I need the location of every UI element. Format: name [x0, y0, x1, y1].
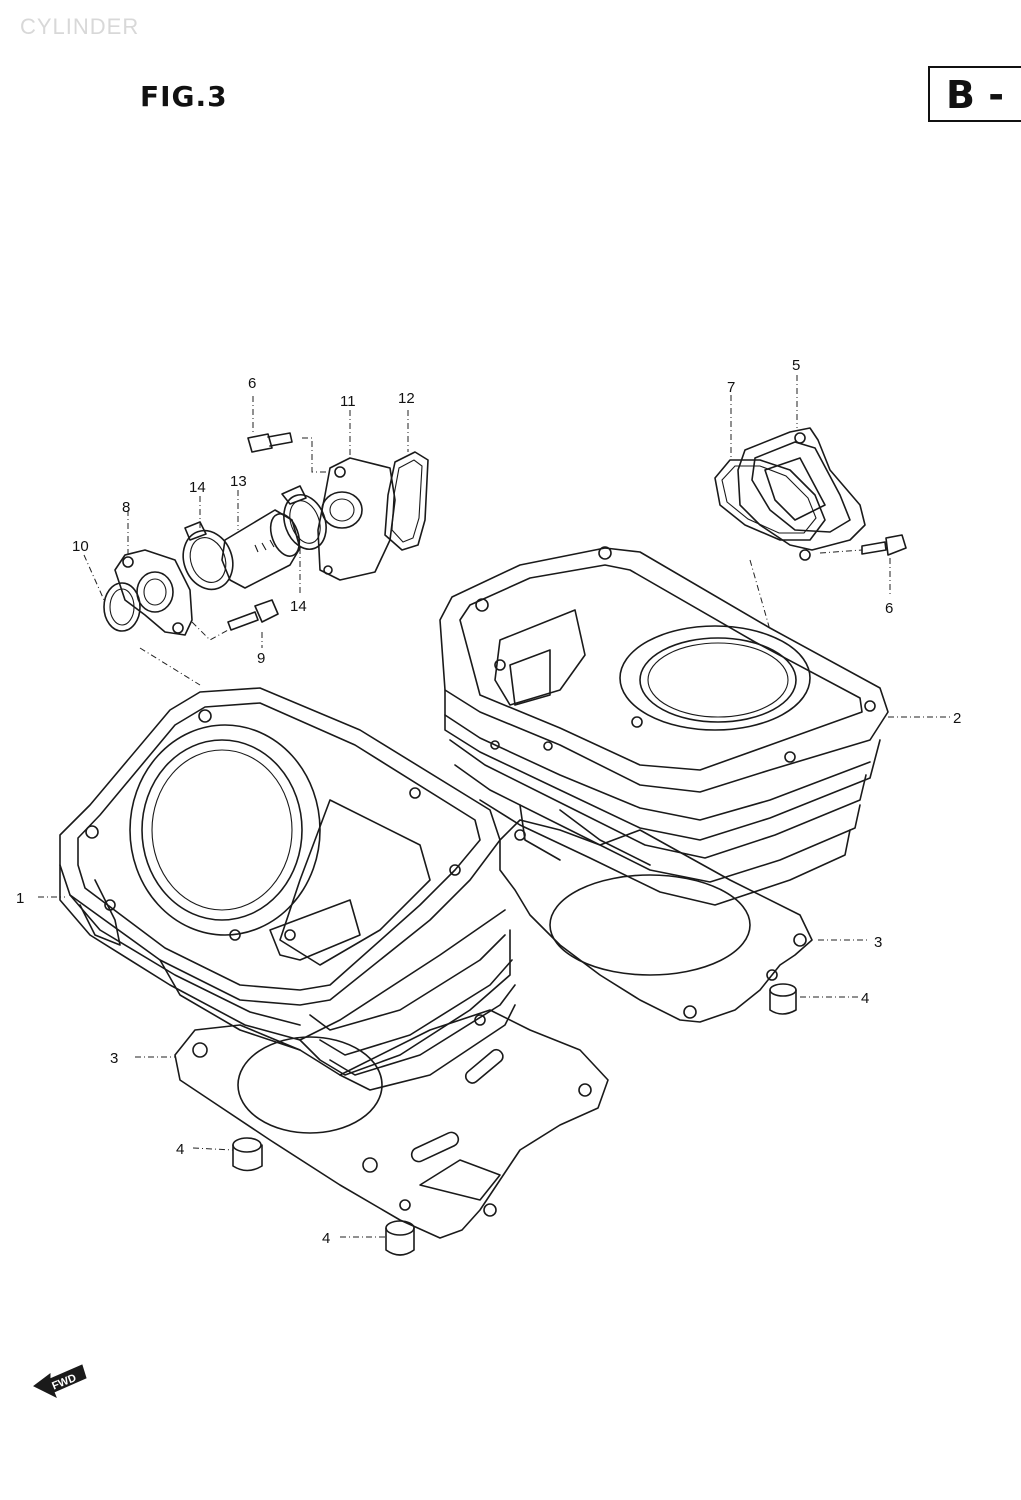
callout-11: 11: [340, 393, 356, 410]
bolt-front-part-6: [247, 432, 293, 453]
callout-3-rear: 3: [874, 934, 882, 951]
callout-4-rear: 4: [861, 990, 869, 1007]
o-ring-part-12: [384, 451, 429, 551]
figure-title: FIG.3: [140, 80, 228, 113]
dowel-pin-front-a-part-4: [232, 1137, 263, 1172]
intake-holder-part-11: [317, 457, 396, 581]
o-ring-part-10: [103, 582, 141, 632]
callout-14-upper: 14: [290, 598, 307, 615]
callout-14-lower: 14: [189, 479, 206, 496]
rear-cylinder-part-2: [439, 546, 889, 906]
page-header-watermark: CYLINDER: [20, 14, 140, 39]
callout-9: 9: [257, 650, 265, 667]
callout-6-front: 6: [248, 375, 256, 392]
intake-pipe-rear-part-5: [737, 427, 866, 561]
bolt-rear-part-6: [861, 534, 907, 556]
callout-3-front: 3: [110, 1050, 118, 1067]
clamp-upper-part-14: [281, 485, 327, 550]
intake-pipe-o-ring-part-7: [714, 459, 826, 541]
callout-4-front-a: 4: [176, 1141, 184, 1158]
callout-5: 5: [792, 357, 800, 374]
intake-flange-part-8: [114, 549, 193, 636]
base-gasket-rear-part-3: [499, 819, 813, 1023]
callout-12: 12: [398, 390, 415, 407]
callout-4-front-b: 4: [322, 1230, 330, 1247]
callout-6-rear: 6: [885, 600, 893, 617]
bolt-part-9: [227, 599, 279, 631]
callout-8: 8: [122, 499, 130, 516]
callout-7: 7: [727, 379, 735, 396]
forward-arrow-icon: FWD: [33, 1364, 87, 1399]
callout-13: 13: [230, 473, 247, 490]
dowel-pin-front-b-part-4: [385, 1220, 415, 1256]
callout-1: 1: [16, 890, 24, 907]
callout-10: 10: [72, 538, 89, 555]
callout-2: 2: [953, 710, 961, 727]
front-cylinder-part-1: [59, 687, 516, 1091]
clamp-lower-part-14: [182, 521, 234, 591]
dowel-pin-rear-part-4: [769, 983, 797, 1015]
intake-pipe-part-13: [221, 509, 301, 589]
section-tab: B -: [928, 66, 1021, 122]
forward-label: FWD: [50, 1372, 78, 1393]
base-gasket-front-part-3: [174, 1009, 609, 1239]
